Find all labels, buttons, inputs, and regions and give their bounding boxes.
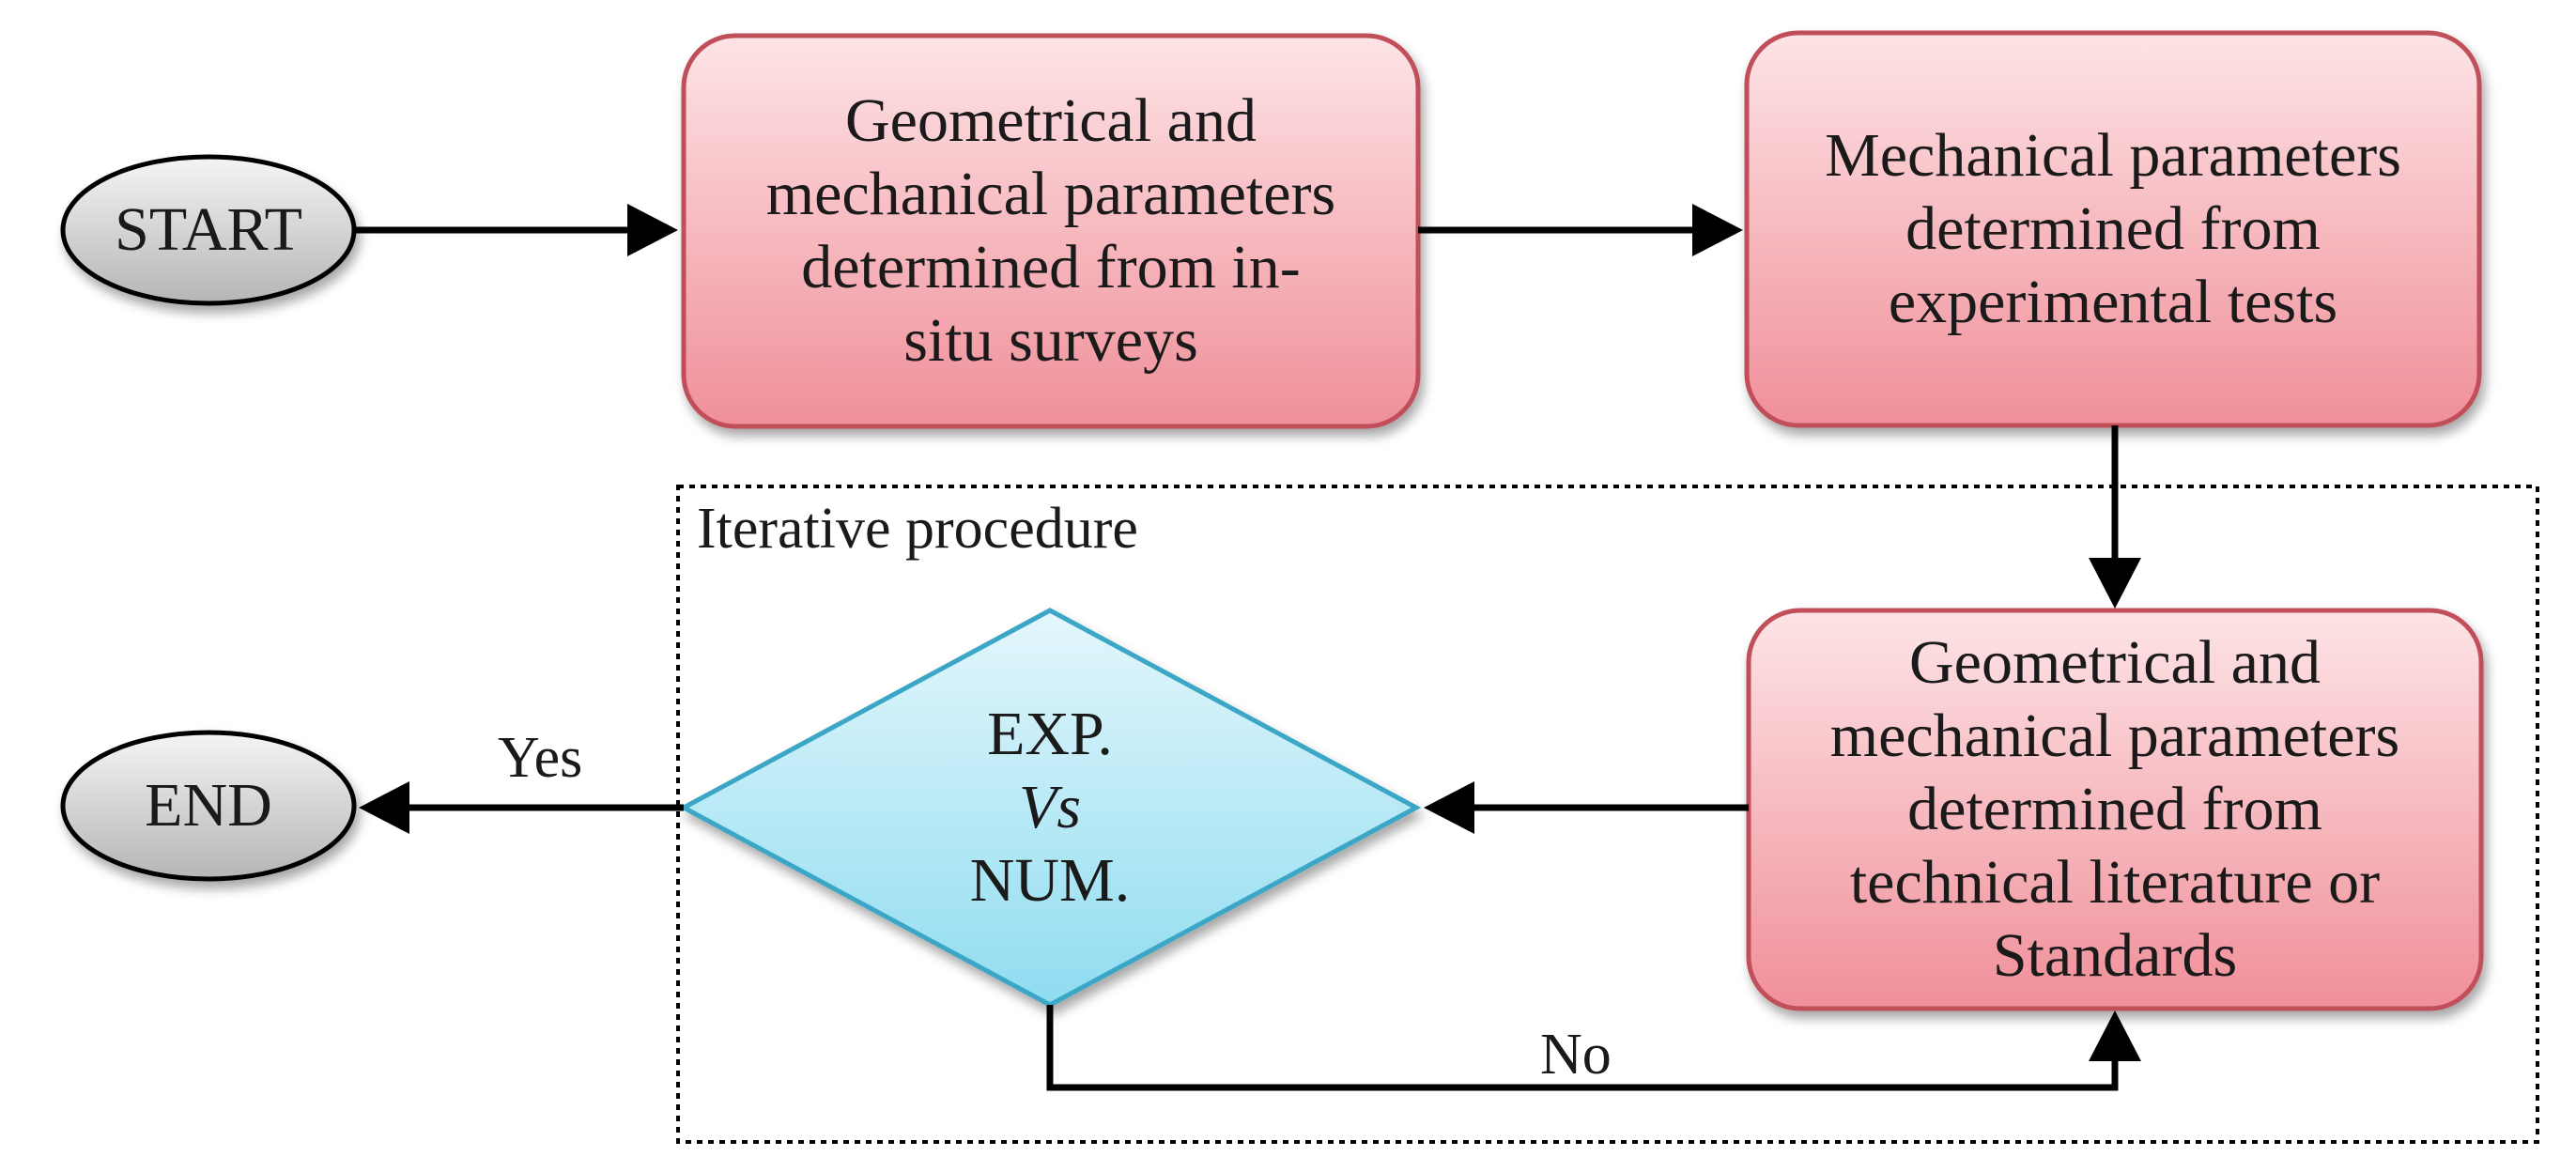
literature-line-2: mechanical parameters bbox=[1829, 702, 2400, 770]
decision-line-3: NUM. bbox=[969, 846, 1131, 915]
connector-experimental-to-literature bbox=[2089, 425, 2141, 609]
insitu-line-1: Geometrical and bbox=[845, 86, 1257, 155]
insitu-line-3: determined from in- bbox=[801, 233, 1301, 301]
literature-line-4: technical literature or bbox=[1849, 848, 2381, 917]
end-terminal: END bbox=[63, 732, 354, 879]
experimental-line-1: Mechanical parameters bbox=[1825, 121, 2401, 190]
decision-line-1: EXP. bbox=[987, 700, 1113, 768]
start-label: START bbox=[115, 195, 302, 264]
connector-start-to-insitu bbox=[354, 204, 678, 256]
literature-line-1: Geometrical and bbox=[1909, 628, 2321, 697]
connector-literature-to-decision bbox=[1424, 781, 1749, 834]
connector-insitu-to-experimental bbox=[1418, 204, 1743, 256]
iterative-procedure-group-box bbox=[676, 485, 2539, 1144]
experimental-process-box: Mechanical parameters determined from ex… bbox=[1747, 33, 2479, 425]
literature-process-box: Geometrical and mechanical parameters de… bbox=[1749, 610, 2481, 1009]
insitu-line-4: situ surveys bbox=[903, 306, 1198, 375]
end-terminal-shape bbox=[60, 730, 357, 882]
end-label: END bbox=[145, 771, 272, 840]
edge-label-no: No bbox=[1540, 1023, 1612, 1087]
decision-diamond: EXP. Vs NUM. bbox=[853, 667, 1247, 948]
literature-line-3: determined from bbox=[1907, 775, 2322, 843]
experimental-line-3: experimental tests bbox=[1888, 268, 2338, 336]
connector-decision-to-end bbox=[359, 781, 684, 834]
start-terminal: START bbox=[63, 157, 354, 303]
experimental-line-2: determined from bbox=[1905, 194, 2321, 263]
insitu-line-2: mechanical parameters bbox=[765, 160, 1336, 228]
insitu-process-box: Geometrical and mechanical parameters de… bbox=[684, 36, 1418, 426]
edge-label-yes: Yes bbox=[498, 726, 583, 790]
literature-line-5: Standards bbox=[1992, 921, 2238, 990]
decision-line-2: Vs bbox=[1019, 773, 1081, 841]
connector-decision-no-loop bbox=[1046, 1005, 2141, 1091]
iterative-procedure-label: Iterative procedure bbox=[697, 497, 1138, 561]
